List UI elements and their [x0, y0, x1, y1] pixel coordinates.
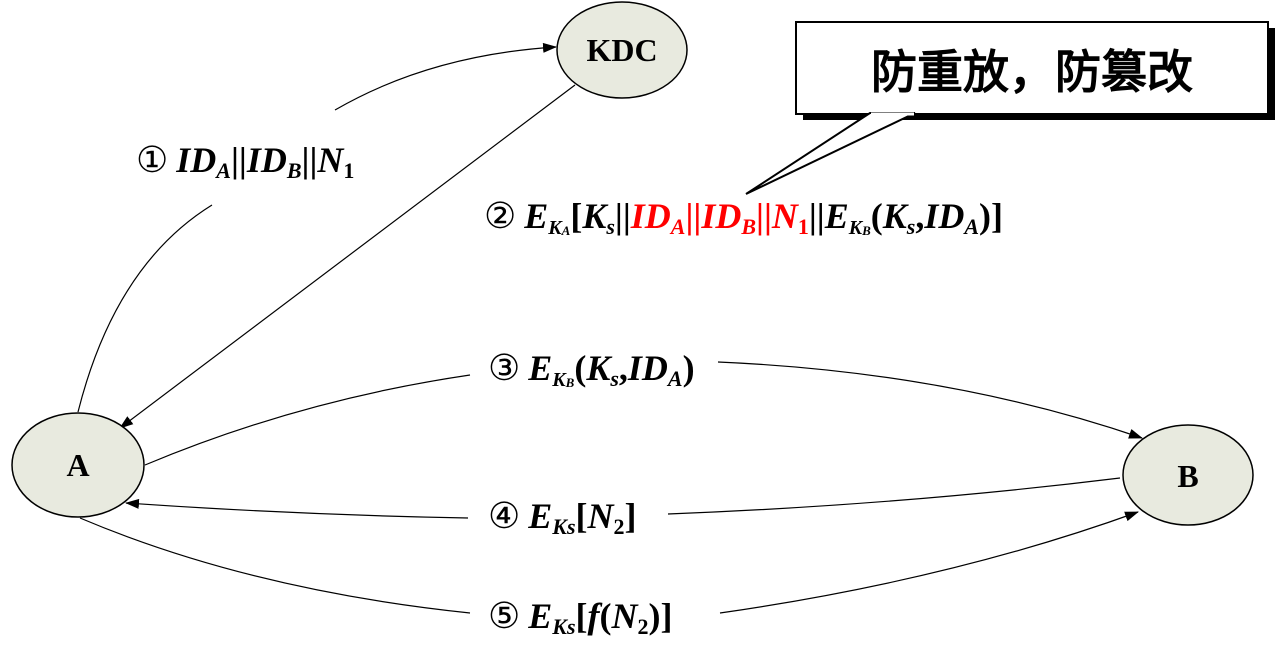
message-2-e2: E [824, 196, 849, 236]
arrow-a-to-b-right [717, 361, 1143, 439]
b-label: B [1177, 458, 1198, 494]
message-1-n: N [316, 140, 345, 180]
arrow-b-to-a-right [667, 477, 1121, 515]
message-2-red-n-sub: 1 [798, 214, 809, 239]
message-5-f: f [588, 596, 603, 636]
message-5-open-bracket: [ [576, 596, 588, 636]
message-3-e: E [527, 348, 552, 388]
message-4-n-sub: 2 [614, 514, 625, 539]
message-2-ks2-s: s [906, 214, 916, 239]
message-4-number: ④ [488, 496, 520, 536]
message-4-open-bracket: [ [576, 496, 588, 536]
message-3-ks-k: K [585, 348, 613, 388]
message-5-number: ⑤ [488, 596, 520, 636]
callout-text: 防重放，防篡改 [871, 45, 1193, 99]
message-5-n-sub: 2 [638, 614, 649, 639]
message-2-red-id-a: ID [630, 196, 671, 236]
message-2-k2-b: B [861, 223, 871, 238]
node-b: B [1122, 424, 1254, 526]
message-2-red-sub-a: A [669, 214, 686, 239]
message-2-ks-k: K [581, 196, 609, 236]
callout: 防重放，防篡改 [745, 21, 1275, 195]
message-5-n: N [611, 596, 640, 636]
message-2-sep-2: || [809, 196, 825, 236]
message-2-id-a2: ID [923, 196, 964, 236]
message-1-sub-a: A [214, 158, 231, 183]
message-1-number: ① [136, 140, 168, 180]
message-2-k-a: A [561, 223, 571, 238]
arrow-a-to-b-bottom-right [719, 511, 1139, 614]
message-3-k: K [551, 369, 567, 391]
message-2-red-sep-1: || [685, 196, 701, 236]
node-a: A [11, 412, 145, 518]
callout-pointer [745, 112, 916, 195]
message-1-sub-b: B [286, 158, 302, 183]
kdc-label: KDC [586, 32, 657, 68]
message-3-open-paren: ( [574, 348, 586, 388]
message-2-number: ② [484, 196, 516, 236]
message-5-close-paren: ) [649, 596, 661, 636]
message-3-k-b: B [565, 375, 575, 390]
message-1-id-a: ID [175, 140, 216, 180]
message-4-ks: Ks [551, 514, 575, 539]
message-4-close-bracket: ] [625, 496, 637, 536]
arrow-a-to-b-left [144, 374, 471, 466]
message-1-sep-2: || [302, 140, 318, 180]
message-4-e: E [527, 496, 552, 536]
message-2-open-paren: ( [871, 196, 883, 236]
arrow-a-to-kdc-lower [77, 204, 213, 413]
node-kdc: KDC [556, 1, 688, 99]
message-2-comma: , [915, 196, 924, 236]
message-1-n-sub: 1 [343, 158, 354, 183]
message-2-open-bracket: [ [570, 196, 582, 236]
message-2-red-id-b: ID [700, 196, 741, 236]
message-3-id: ID [627, 348, 668, 388]
b-ellipse [1122, 424, 1254, 526]
message-4-n: N [587, 496, 616, 536]
message-2-sep-1: || [615, 196, 631, 236]
message-2-e: E [523, 196, 548, 236]
message-3-number: ③ [488, 348, 520, 388]
message-2-ks2-k: K [882, 196, 910, 236]
kdc-ellipse [556, 1, 688, 99]
message-2-k2: K [848, 217, 864, 239]
message-2-close-bracket: ] [991, 196, 1003, 236]
connectors [77, 42, 1143, 614]
message-1-sep-1: || [231, 140, 247, 180]
a-ellipse [11, 412, 145, 518]
message-2-close-paren: ) [979, 196, 991, 236]
message-3-comma: , [619, 348, 628, 388]
message-2-k: K [547, 217, 563, 239]
arrow-a-to-b-bottom-left [79, 517, 471, 614]
message-1-id-b: ID [246, 140, 287, 180]
message-5-close-bracket: ] [661, 596, 673, 636]
message-2-red-sep-2: || [756, 196, 772, 236]
message-2-red-n: N [771, 196, 800, 236]
message-2-sub-a2: A [962, 214, 979, 239]
message-5-open-paren: ( [600, 596, 612, 636]
message-5-e: E [527, 596, 552, 636]
arrow-kdc-to-a [119, 84, 576, 429]
message-3-sub-a: A [666, 366, 683, 391]
arrow-b-to-a-left [125, 498, 469, 519]
message-2-ks-s: s [605, 214, 615, 239]
a-label: A [66, 447, 89, 483]
message-3-ks-s: s [609, 366, 619, 391]
callout-box [795, 21, 1269, 115]
arrow-a-to-kdc-upper [334, 42, 557, 111]
message-3-close-paren: ) [683, 348, 695, 388]
message-2-red-sub-b: B [740, 214, 756, 239]
message-5-ks: Ks [551, 614, 575, 639]
